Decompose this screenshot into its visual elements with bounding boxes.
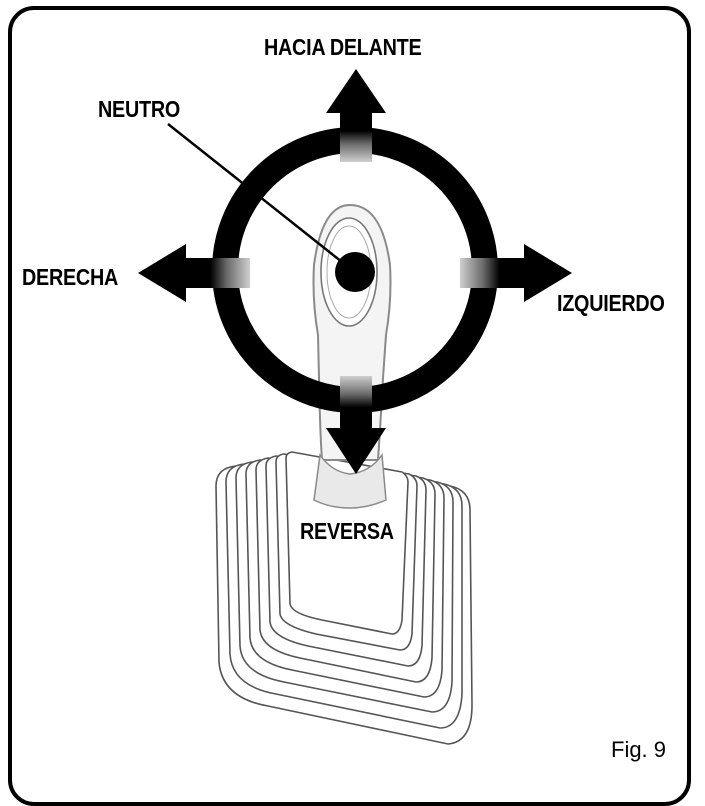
label-left: IZQUIERDO xyxy=(557,290,665,316)
figure-caption: Fig. 9 xyxy=(611,737,667,762)
arrow-forward-icon xyxy=(326,69,386,162)
arrow-derecha-icon xyxy=(138,244,250,302)
arrow-izquierdo-icon xyxy=(460,244,572,302)
label-neutral: NEUTRO xyxy=(98,96,180,122)
joystick-diagram xyxy=(138,69,572,745)
arrow-reverse-icon xyxy=(326,376,386,474)
label-right: DERECHA xyxy=(22,264,119,290)
joystick-boot xyxy=(215,451,473,745)
neutral-leader-line xyxy=(167,123,343,263)
label-forward: HACIA DELANTE xyxy=(264,34,422,60)
neutral-dot xyxy=(335,252,375,292)
label-reverse: REVERSA xyxy=(300,518,394,544)
